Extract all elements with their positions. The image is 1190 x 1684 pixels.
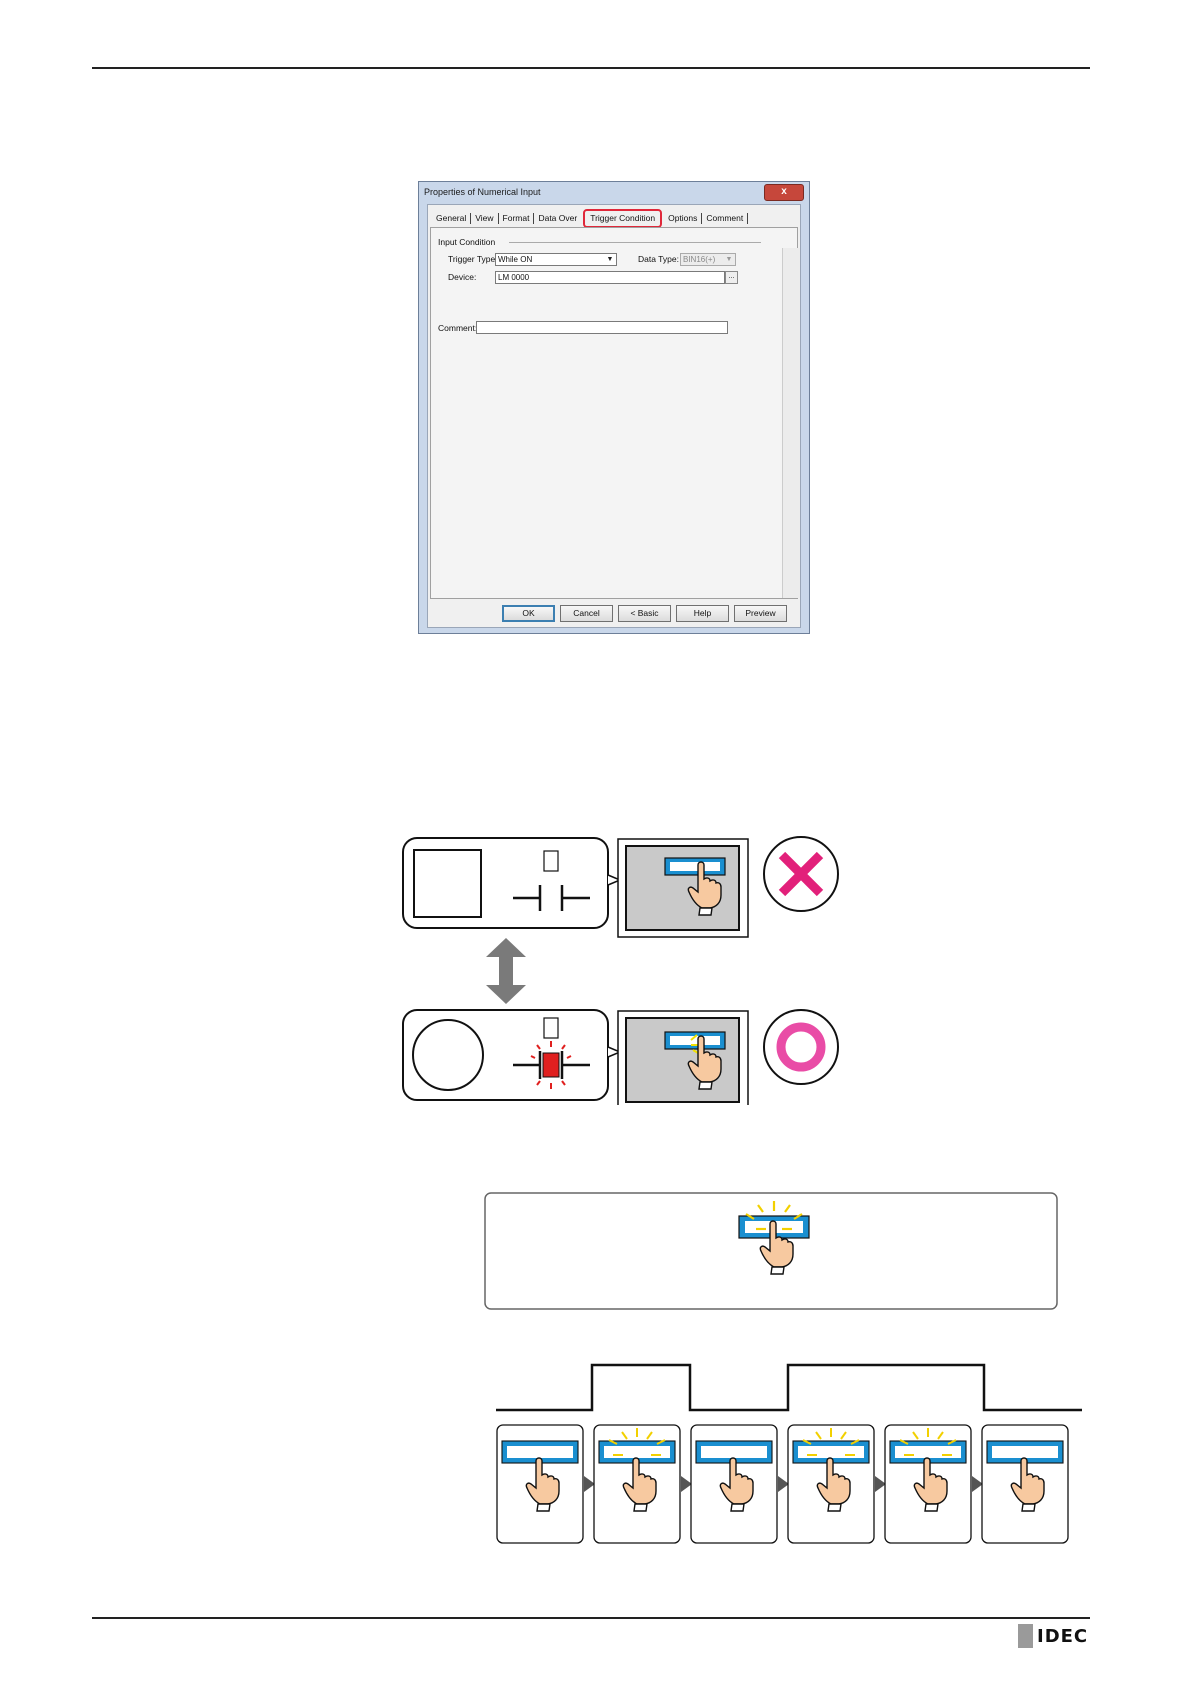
sequence-arrow-2 (681, 1476, 692, 1492)
device-field[interactable]: LM 0000 (495, 271, 725, 284)
sequence-arrow-3 (778, 1476, 789, 1492)
off-device-label-box (544, 851, 558, 871)
tab-trigger-condition[interactable]: Trigger Condition (583, 209, 662, 228)
device-value: LM 0000 (498, 273, 529, 282)
data-type-value: BIN16(+) (683, 255, 715, 264)
device-browse-button[interactable]: ... (725, 271, 738, 284)
ng-icon (764, 837, 838, 911)
group-divider (509, 242, 761, 243)
on-screen (618, 1011, 748, 1105)
properties-dialog: Properties of Numerical Input x General … (418, 181, 810, 634)
timing-panel-3 (691, 1425, 777, 1543)
logo-text: IDEC (1037, 1626, 1088, 1647)
trigger-type-dropdown[interactable]: While ON ▼ (495, 253, 617, 266)
chevron-down-icon: ▼ (605, 255, 615, 264)
timing-panel-5 (885, 1425, 971, 1543)
header-rule (92, 67, 1090, 69)
dialog-client: General View Format Data Over Trigger Co… (427, 204, 801, 628)
tab-data-over[interactable]: Data Over (534, 213, 581, 224)
timing-panel-1 (497, 1425, 583, 1543)
off-state-group (403, 838, 620, 928)
trigger-type-value: While ON (498, 255, 532, 264)
preview-button[interactable]: Preview (734, 605, 787, 622)
sequence-arrow-5 (972, 1476, 983, 1492)
tab-view[interactable]: View (471, 213, 498, 224)
toggle-double-arrow (486, 938, 526, 1004)
tab-general[interactable]: General (432, 213, 471, 224)
dialog-title: Properties of Numerical Input (424, 187, 541, 197)
trigger-type-label: Trigger Type: (448, 254, 498, 264)
timing-panel-4 (788, 1425, 874, 1543)
on-state-group (403, 1010, 620, 1100)
close-button[interactable]: x (764, 184, 804, 201)
off-screen (618, 839, 748, 937)
comment-label: Comment: (438, 323, 477, 333)
logo-mark (1018, 1624, 1033, 1648)
tab-bar: General View Format Data Over Trigger Co… (432, 210, 748, 226)
timing-panel-2 (594, 1425, 680, 1543)
idec-logo: IDEC (1018, 1624, 1088, 1648)
trigger-signal-waveform (496, 1365, 1082, 1410)
data-type-dropdown: BIN16(+) ▼ (680, 253, 736, 266)
on-circle-indicator (413, 1020, 483, 1090)
cancel-button[interactable]: Cancel (560, 605, 613, 622)
tab-format[interactable]: Format (499, 213, 535, 224)
comment-field[interactable] (476, 321, 728, 334)
timing-panel-6 (982, 1425, 1068, 1543)
trigger-condition-panel: Input Condition Trigger Type: While ON ▼… (430, 227, 798, 599)
sequence-arrow-1 (584, 1476, 595, 1492)
sequence-arrow-4 (875, 1476, 886, 1492)
data-type-label: Data Type: (638, 254, 679, 264)
basic-button[interactable]: < Basic (618, 605, 671, 622)
trigger-condition-illustration (400, 835, 840, 1105)
footer-rule (92, 1617, 1090, 1619)
tab-options[interactable]: Options (664, 213, 702, 224)
ok-icon (764, 1010, 838, 1084)
input-condition-group-label: Input Condition (438, 237, 495, 247)
help-button[interactable]: Help (676, 605, 729, 622)
timing-chart (492, 1360, 1082, 1548)
on-device-label-box (544, 1018, 558, 1038)
panel-scrollbar[interactable] (782, 248, 800, 598)
device-label: Device: (448, 272, 476, 282)
chevron-down-icon: ▼ (724, 255, 734, 264)
ok-button[interactable]: OK (502, 605, 555, 622)
pressing-legend-box (484, 1192, 1060, 1312)
off-square-indicator (414, 850, 481, 917)
tab-comment[interactable]: Comment (702, 213, 748, 224)
